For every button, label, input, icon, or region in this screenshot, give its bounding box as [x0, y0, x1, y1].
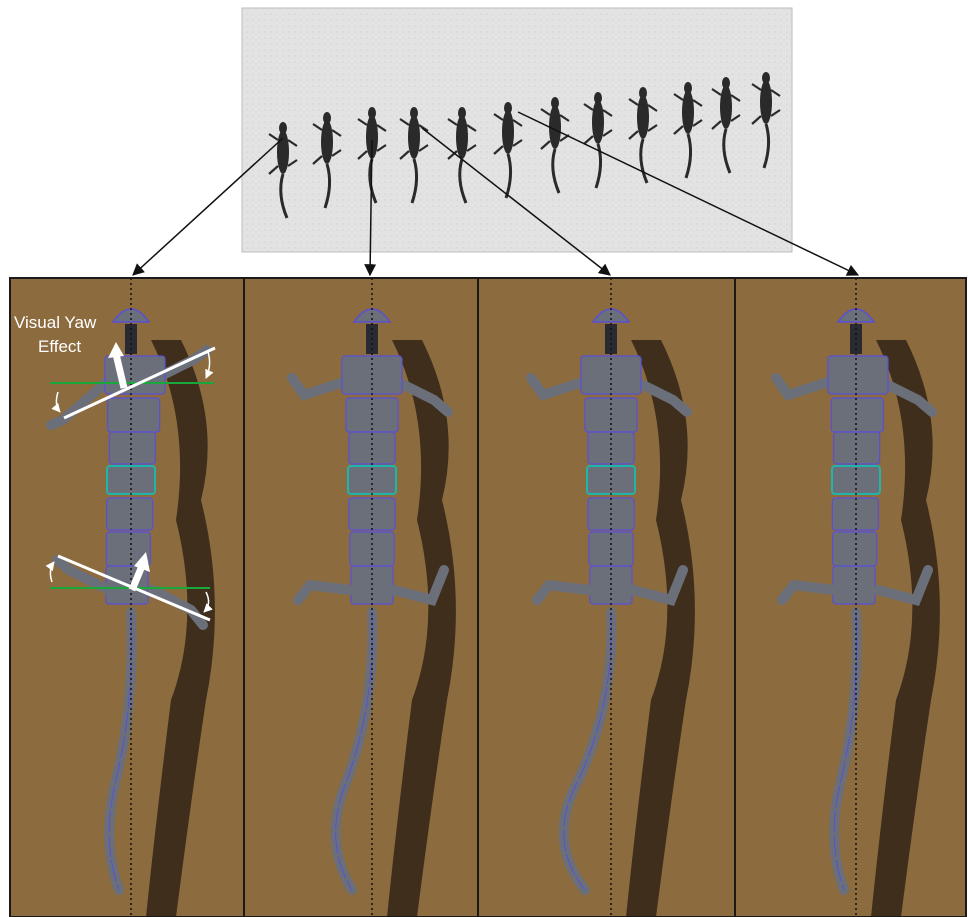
body-segment: [828, 356, 888, 394]
body-segment: [109, 432, 155, 464]
annotation-line-1: Visual Yaw: [14, 313, 97, 332]
body-segment: [831, 398, 883, 432]
simulation-frames: [10, 278, 966, 917]
body-segment: [107, 498, 153, 530]
body-segment: [833, 532, 877, 566]
body-segment: [833, 566, 875, 604]
annotation-line-2: Effect: [38, 337, 81, 356]
body-segment: [108, 398, 160, 432]
photo-gecko-sequence: [242, 8, 792, 252]
